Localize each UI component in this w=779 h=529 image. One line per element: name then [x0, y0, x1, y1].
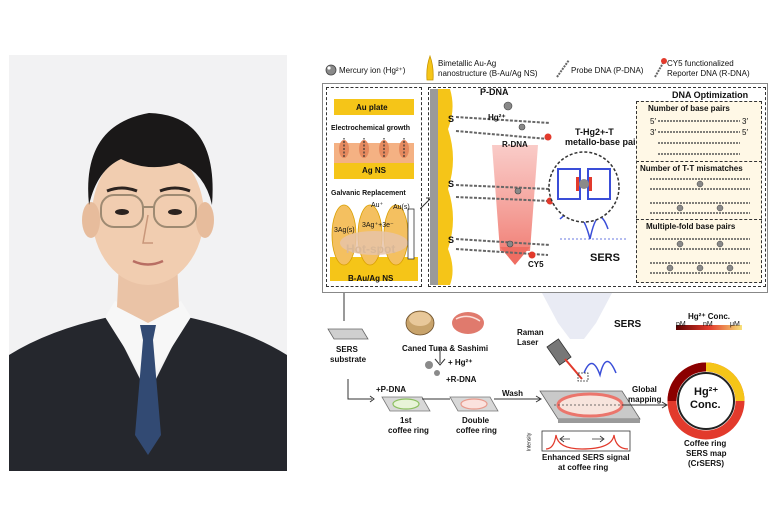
- sers-substrate-1: SERS: [336, 345, 358, 354]
- global-mapping-2: mapping: [628, 395, 662, 404]
- conc-scale-title: Hg²⁺ Conc.: [688, 312, 730, 321]
- portrait-photo: [9, 55, 287, 471]
- map-label-1: Coffee ring: [684, 439, 727, 448]
- mechanism-diagram: [430, 89, 626, 285]
- map-label-2: SERS map: [686, 449, 727, 458]
- tt-label: Number of T-T mismatches: [640, 164, 743, 173]
- galvanic-label: Galvanic Replacement: [331, 190, 406, 197]
- double-ring-2: coffee ring: [456, 426, 497, 435]
- legend-mercury: Mercury ion (Hg²⁺): [339, 66, 406, 75]
- ring-center-2: Conc.: [690, 399, 721, 411]
- top-frame: [322, 83, 768, 293]
- raman-label-1: Raman: [517, 328, 544, 337]
- enhanced-2: at coffee ring: [558, 463, 609, 472]
- hotspot-structure: [330, 204, 418, 281]
- au-plate: [334, 99, 414, 115]
- multi-label: Multiple-fold base pairs: [646, 222, 736, 231]
- prime-5-top: 5′: [650, 117, 656, 126]
- intensity-axis: Intensity: [526, 432, 533, 452]
- pair-label-1: T-Hg2+-T: [575, 127, 614, 137]
- pair-label-2: metallo-base pair: [565, 137, 640, 147]
- cy5-label: CY5: [528, 260, 544, 269]
- scale-um: μM: [730, 321, 740, 328]
- electro-label: Electrochemical growth: [331, 125, 410, 132]
- rdna-label: R-DNA: [502, 140, 528, 149]
- ag3: 3Ag(s): [334, 227, 355, 234]
- ring-center-1: Hg²⁺: [694, 386, 719, 398]
- first-ring-1: 1st: [400, 416, 412, 425]
- first-ring-2: coffee ring: [388, 426, 429, 435]
- pdna-add-label: +P-DNA: [376, 385, 407, 394]
- s-label-2: S: [448, 179, 455, 189]
- probe-dna-icon: [556, 59, 570, 78]
- dna-opt-title: DNA Optimization: [672, 90, 749, 100]
- au-plate-label: Au plate: [356, 103, 388, 112]
- s-label-3: S: [448, 235, 455, 245]
- map-label-3: (CrSERS): [688, 459, 725, 468]
- raman-label-2: Laser: [517, 338, 539, 347]
- mechanism-panel: [428, 87, 766, 287]
- legend-reporter-2: Reporter DNA (R-DNA): [667, 69, 750, 78]
- prime-3-bottom: 3′: [650, 128, 656, 137]
- bauag-label: B-Au/Ag NS: [348, 274, 394, 283]
- pdna-label: P-DNA: [480, 87, 509, 97]
- wash-label: Wash: [502, 389, 524, 398]
- sers-substrate-2: substrate: [330, 355, 367, 364]
- hotspot-label: Hot-spot: [346, 242, 396, 256]
- prime-3-top: 3′: [742, 117, 748, 126]
- global-mapping-1: Global: [632, 385, 657, 394]
- diagram: Mercury ion (Hg²⁺) Bimetallic Au-Ag nano…: [322, 55, 770, 472]
- dna-opt-divider-2: [636, 219, 762, 220]
- legend-reporter-1: CY5 functionalized: [667, 59, 734, 68]
- au-plus: Au⁺: [371, 202, 384, 209]
- rdna-add-label: +R-DNA: [446, 375, 477, 384]
- sample-label: Caned Tuna & Sashimi: [402, 344, 489, 353]
- ag3e: 3Ag⁺+3e⁻: [362, 222, 394, 229]
- ag-ns-growth: [334, 138, 414, 179]
- base-pairs-label: Number of base pairs: [648, 104, 730, 113]
- scale-pm: pM: [676, 321, 686, 328]
- legend-bimetallic-1: Bimetallic Au-Ag: [438, 59, 497, 68]
- bimetallic-ns-icon: [426, 55, 434, 81]
- prime-5-bottom: 5′: [742, 128, 748, 137]
- dna-opt-divider-1: [636, 161, 762, 162]
- scale-nm: nM: [703, 321, 713, 328]
- ag-ns-label: Ag NS: [362, 166, 386, 175]
- legend-bimetallic-2: nanostructure (B-Au/Ag NS): [438, 69, 538, 78]
- workflow-graphics: [327, 293, 745, 452]
- dna-opt-strands: [650, 120, 750, 274]
- dna-opt-panel: [636, 101, 762, 283]
- base-pair-zoom: [548, 151, 620, 223]
- hg-label: Hg²⁺: [488, 113, 506, 122]
- s-label-1: S: [448, 114, 455, 124]
- au-s: Au(s): [393, 204, 410, 211]
- mercury-ion-icon: [325, 64, 337, 76]
- hg-add-label: + Hg²⁺: [448, 358, 473, 367]
- reporter-dna-icon: [654, 58, 667, 78]
- legend-probe: Probe DNA (P-DNA): [571, 66, 644, 75]
- sers-label: SERS: [590, 252, 620, 264]
- double-ring-1: Double: [462, 416, 490, 425]
- enhanced-1: Enhanced SERS signal: [542, 453, 630, 462]
- workflow-sers-label: SERS: [614, 319, 642, 330]
